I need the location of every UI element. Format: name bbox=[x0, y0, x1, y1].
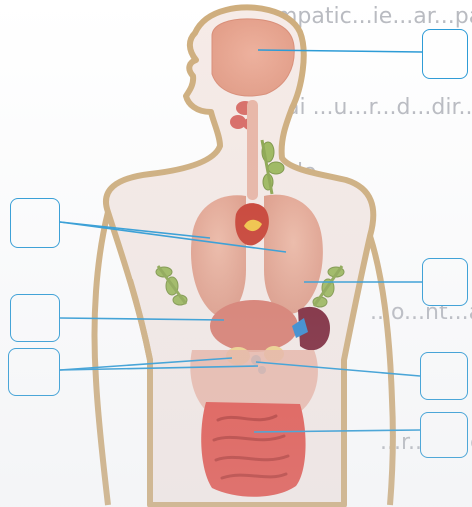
label-box-brain[interactable] bbox=[422, 29, 468, 79]
label-box-armpit-nodes[interactable] bbox=[422, 258, 468, 306]
trachea bbox=[247, 100, 258, 200]
label-box-lymph-vessels[interactable] bbox=[8, 348, 60, 396]
label-box-adrenal[interactable] bbox=[420, 352, 468, 400]
label-box-intestine[interactable] bbox=[420, 412, 468, 458]
label-box-spleen-left[interactable] bbox=[10, 294, 60, 342]
liver bbox=[210, 300, 298, 352]
intestines bbox=[201, 402, 305, 497]
label-box-thymus[interactable] bbox=[10, 198, 60, 248]
